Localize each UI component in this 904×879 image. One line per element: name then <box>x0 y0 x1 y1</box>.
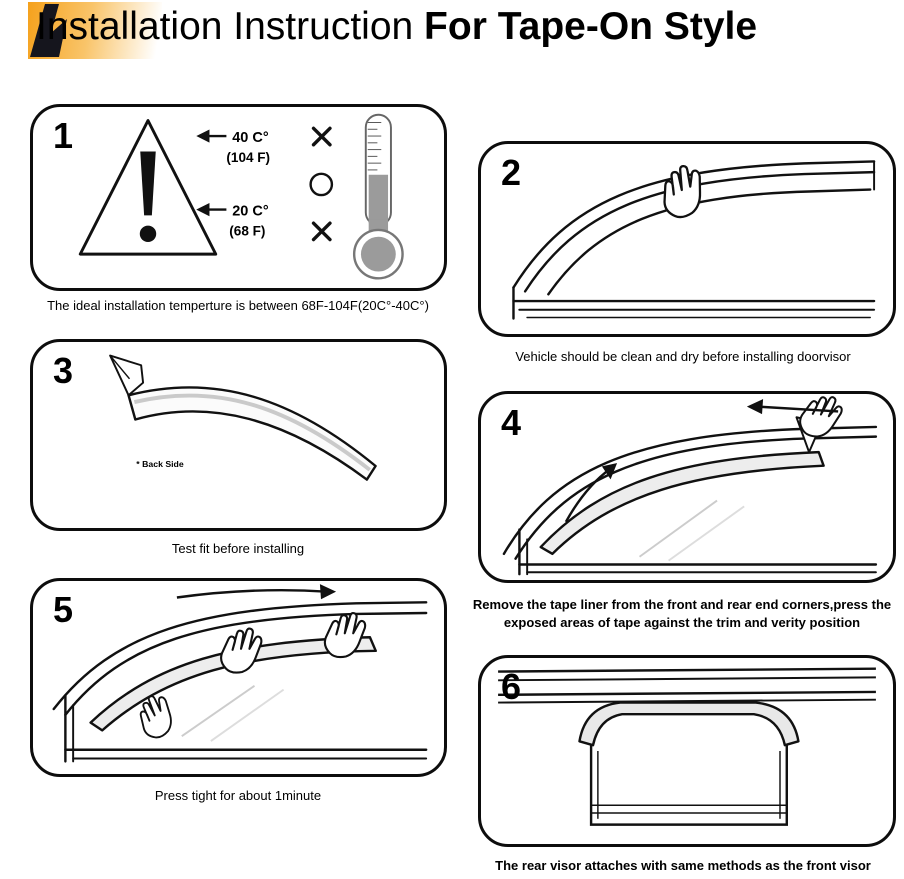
step-panel-6: 6 <box>478 655 896 847</box>
tape-liner-peel <box>109 354 145 397</box>
step-6-illustration <box>498 667 876 826</box>
door-window-illustration <box>512 160 876 320</box>
brand-mark-icon <box>30 4 67 57</box>
step-1-caption: The ideal installation temperture is bet… <box>47 298 429 313</box>
step-5-caption: Press tight for about 1minute <box>154 788 322 803</box>
warning-triangle-icon <box>78 119 218 256</box>
back-side-note: * Back Side <box>136 459 184 469</box>
circle-icon <box>309 172 334 197</box>
step-number: 6 <box>501 666 522 707</box>
temp-high-c: 40 C° <box>232 130 269 146</box>
temp-low-c: 20 C° <box>232 203 269 219</box>
visor <box>539 450 825 556</box>
arrow-left-icon <box>196 129 227 217</box>
step-2-illustration <box>512 160 876 320</box>
visor-illustration <box>109 354 377 481</box>
step-panel-1: 40 C° (104 F) 20 C° (68 F) <box>30 104 447 291</box>
step-number: 3 <box>53 350 74 391</box>
title-regular: Installation Instruction <box>36 5 425 48</box>
visor <box>578 701 800 747</box>
step-1-illustration: 40 C° (104 F) 20 C° (68 F) <box>78 113 404 280</box>
thermometer-icon <box>352 113 404 280</box>
door-window-illustration <box>502 425 878 576</box>
step-3-illustration: * Back Side <box>109 354 377 481</box>
step-6-caption: The rear visor attaches with same method… <box>495 858 871 873</box>
title-bold: For Tape-On Style <box>424 5 758 48</box>
step-panel-3: * Back Side 3 <box>30 339 447 531</box>
door-window-illustration <box>52 601 428 763</box>
arrow-right-icon <box>176 584 337 600</box>
step-panel-4: 4 <box>478 391 896 583</box>
step-number: 2 <box>501 152 522 193</box>
step-panel-5: 5 <box>30 578 447 777</box>
cross-icon <box>311 126 332 147</box>
step-number: 5 <box>53 589 74 630</box>
step-3-caption: Test fit before installing <box>171 541 305 556</box>
rear-window-illustration <box>589 745 788 826</box>
step-4-caption: Remove the tape liner from the front and… <box>472 597 892 630</box>
brand-logo <box>28 2 162 59</box>
arrow-left-icon <box>746 399 839 415</box>
step-2-caption: Vehicle should be clean and dry before i… <box>515 349 851 364</box>
cross-icon <box>311 221 332 242</box>
temp-low-f: (68 F) <box>229 224 265 239</box>
step-number: 1 <box>53 115 74 156</box>
step-4-illustration <box>502 394 878 576</box>
step-5-illustration <box>52 584 428 763</box>
arrow-up-right-icon <box>564 463 618 523</box>
page-title: Installation Instruction For Tape-On Sty… <box>36 5 757 49</box>
step-panel-2: 2 <box>478 141 896 337</box>
roof-rails <box>498 667 876 704</box>
step-number: 4 <box>501 402 522 443</box>
hand-icon <box>219 627 263 674</box>
temp-high-f: (104 F) <box>226 150 270 165</box>
